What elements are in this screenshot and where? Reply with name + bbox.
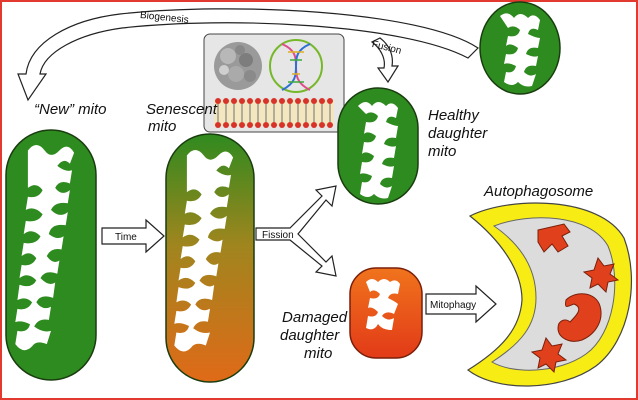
biogenesis-fusion-arrow bbox=[17, 8, 479, 102]
healthy-daughter-mito bbox=[337, 87, 419, 205]
lipid-bilayer-icon bbox=[214, 98, 334, 128]
mitophagy-label: Mitophagy bbox=[430, 300, 476, 311]
time-label: Time bbox=[115, 232, 137, 243]
dna-helix-icon bbox=[269, 39, 323, 93]
autophagosome bbox=[466, 202, 633, 387]
biogenesis-label: Biogenesis bbox=[139, 10, 189, 26]
damaged-daughter-mito bbox=[349, 267, 423, 359]
fragment-curl bbox=[557, 293, 602, 342]
mitophagy-arrow: Mitophagy bbox=[425, 284, 497, 324]
fragment-star-left bbox=[530, 336, 568, 374]
healthy-label-2: daughter bbox=[428, 125, 488, 142]
fission-arrow: Fission bbox=[255, 185, 337, 277]
senescent-label-2: mito bbox=[148, 118, 176, 135]
new-mito bbox=[5, 129, 97, 381]
fused-mito-top-right bbox=[479, 1, 561, 95]
fission-label: Fission bbox=[262, 230, 294, 241]
senescent-label-1: Senescent bbox=[146, 101, 218, 118]
healthy-label-3: mito bbox=[428, 143, 456, 160]
time-arrow: Time bbox=[101, 218, 165, 254]
protein-structure-icon bbox=[214, 42, 262, 90]
fragment-top bbox=[537, 223, 571, 253]
healthy-label-1: Healthy bbox=[428, 107, 480, 124]
new-mito-label: “New” mito bbox=[34, 101, 107, 118]
fusion-return-arrow bbox=[370, 37, 400, 84]
biogenesis-inset bbox=[203, 33, 345, 133]
damaged-label-3: mito bbox=[304, 345, 332, 362]
autophagosome-label: Autophagosome bbox=[483, 183, 593, 200]
damaged-label-2: daughter bbox=[280, 327, 340, 344]
damaged-label-1: Damaged bbox=[282, 309, 348, 326]
fragment-star-right bbox=[582, 256, 620, 294]
senescent-mito bbox=[165, 133, 255, 383]
